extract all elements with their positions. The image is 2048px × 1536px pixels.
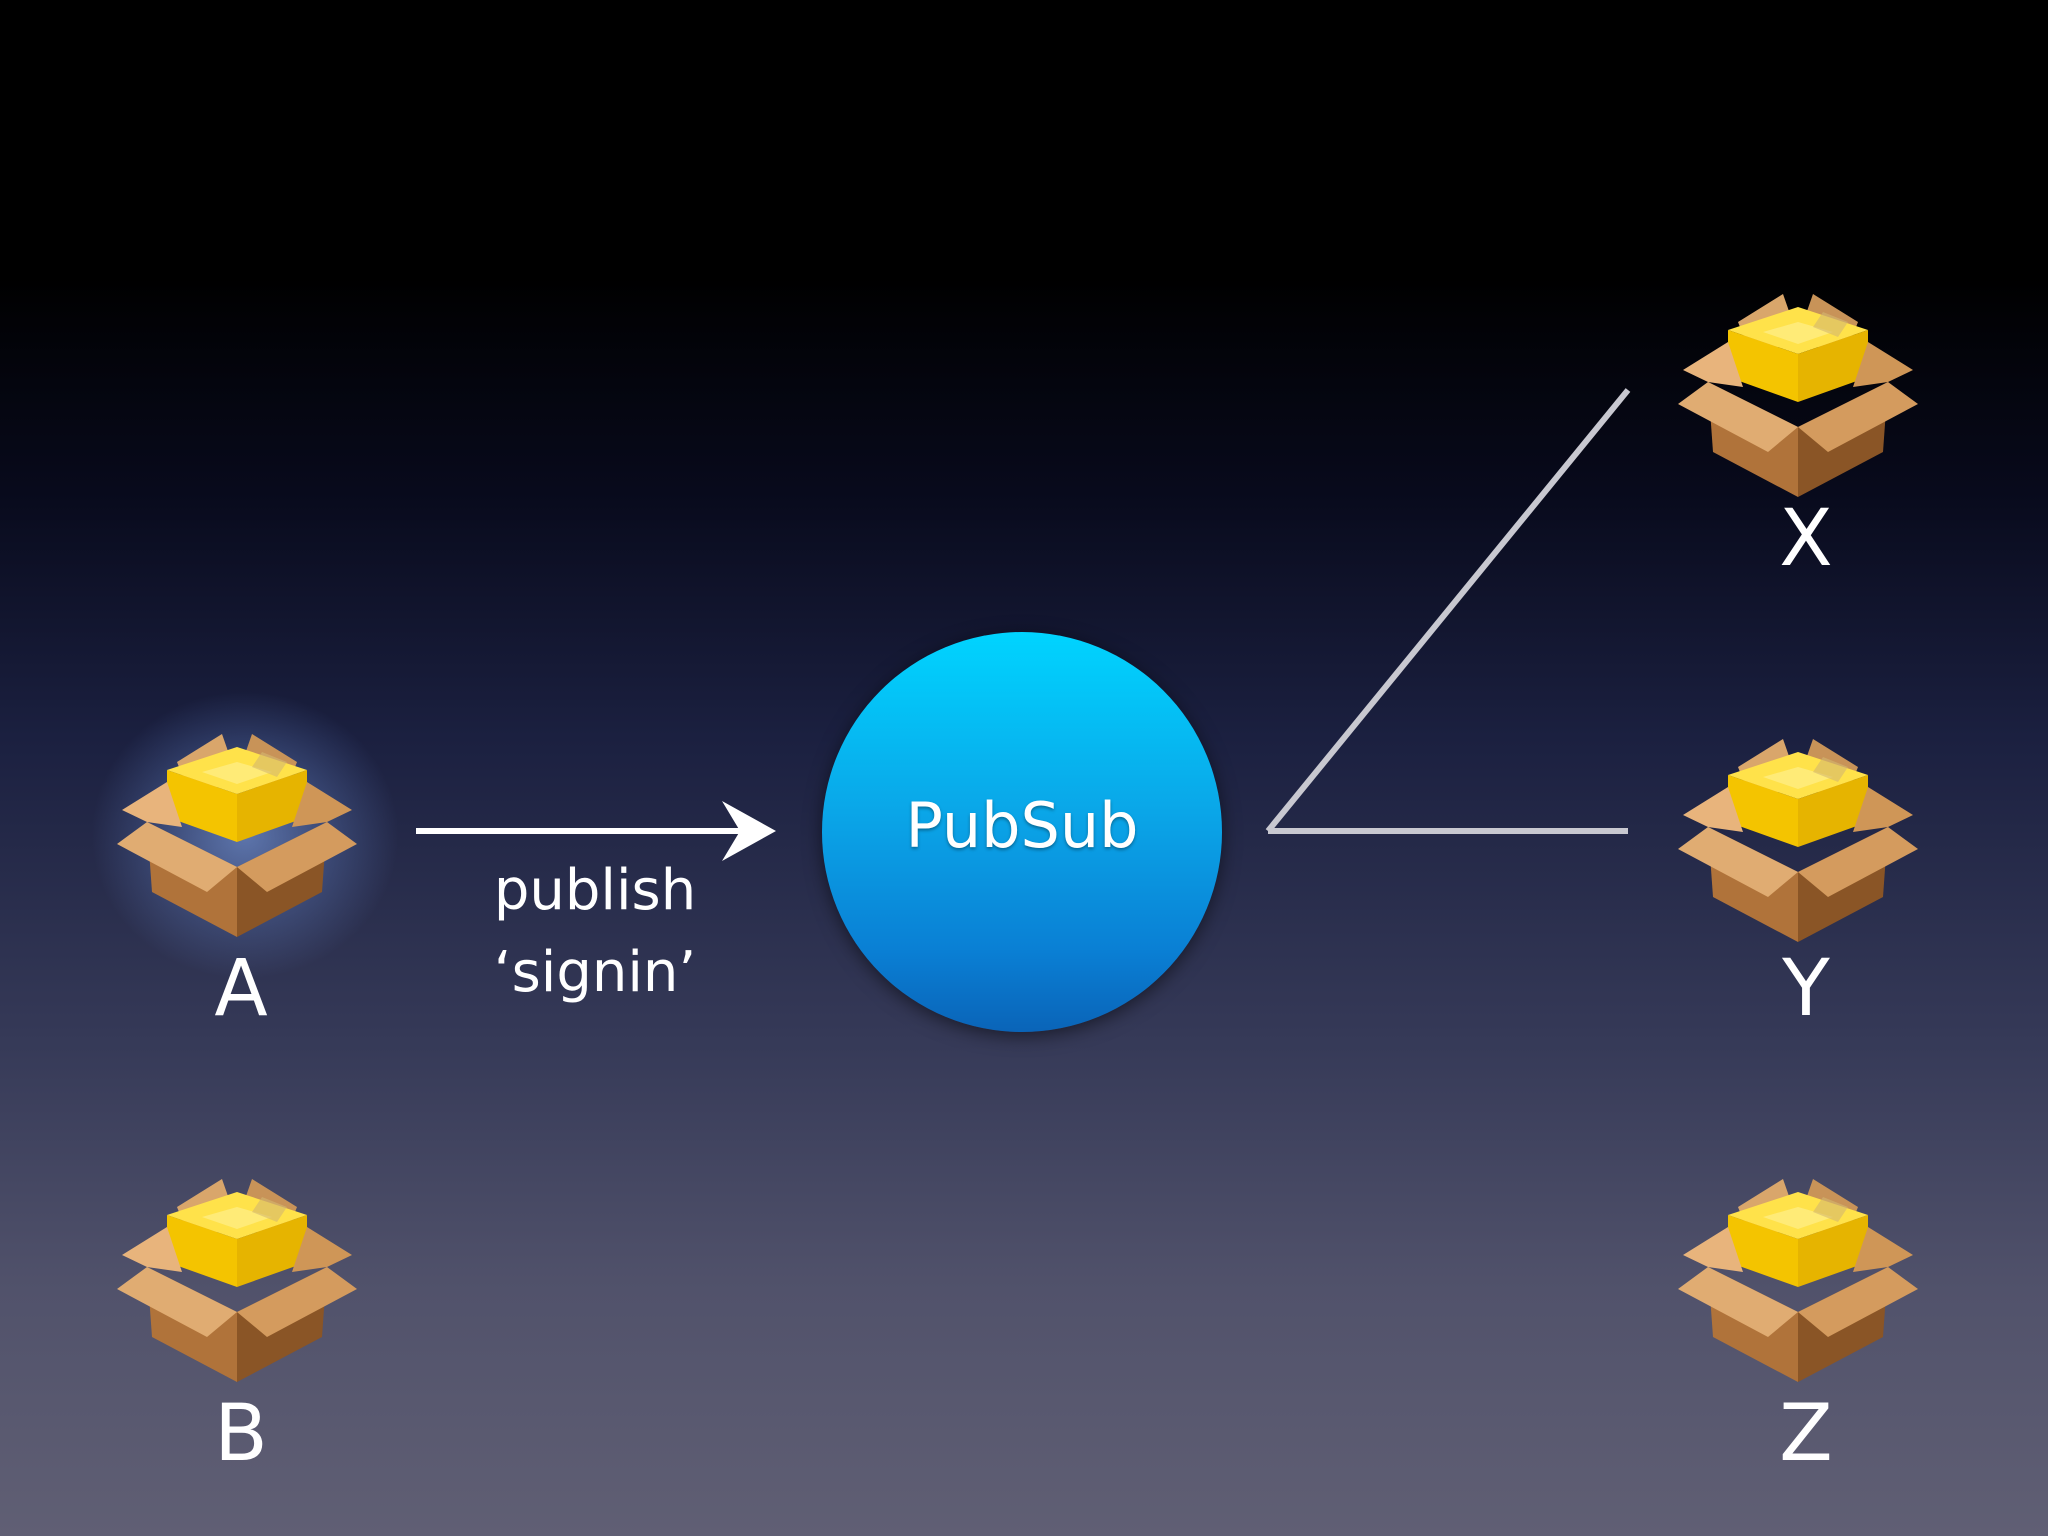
message-topic: ‘signin’ xyxy=(493,940,697,1005)
publish-message: publish ‘signin’ xyxy=(440,850,750,1014)
node-y-label: Y xyxy=(1782,944,1830,1034)
node-z-label: Z xyxy=(1779,1389,1833,1479)
package-box-icon[interactable] xyxy=(1673,282,1923,502)
pubsub-label: PubSub xyxy=(905,789,1139,862)
package-box-icon[interactable] xyxy=(112,722,362,942)
node-a-label: A xyxy=(214,944,268,1034)
node-x-label: X xyxy=(1779,494,1833,584)
package-box-icon[interactable] xyxy=(1673,1167,1923,1387)
package-box-icon[interactable] xyxy=(1673,727,1923,947)
message-action: publish xyxy=(493,858,697,923)
package-box-icon[interactable] xyxy=(112,1167,362,1387)
node-b-label: B xyxy=(214,1389,268,1479)
hub-to-x-connector xyxy=(1265,388,1631,833)
pubsub-hub[interactable] xyxy=(822,632,1222,1032)
